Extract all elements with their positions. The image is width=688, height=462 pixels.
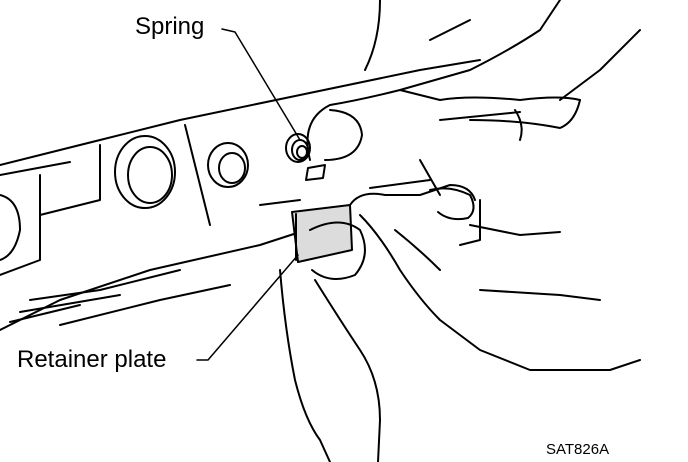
valve-body — [0, 59, 521, 331]
retainer-plate-label: Retainer plate — [17, 346, 167, 373]
spring-leader — [221, 28, 301, 141]
spring-part — [285, 133, 326, 181]
upper-hand — [306, 0, 641, 161]
bores — [0, 135, 249, 261]
figure-code: SAT826A — [546, 441, 610, 458]
retainer-leader — [196, 254, 299, 361]
lower-hand — [279, 184, 641, 462]
retainer-plate-part — [291, 204, 353, 263]
leader-lines — [196, 28, 301, 361]
spring-label: Spring — [135, 13, 205, 40]
